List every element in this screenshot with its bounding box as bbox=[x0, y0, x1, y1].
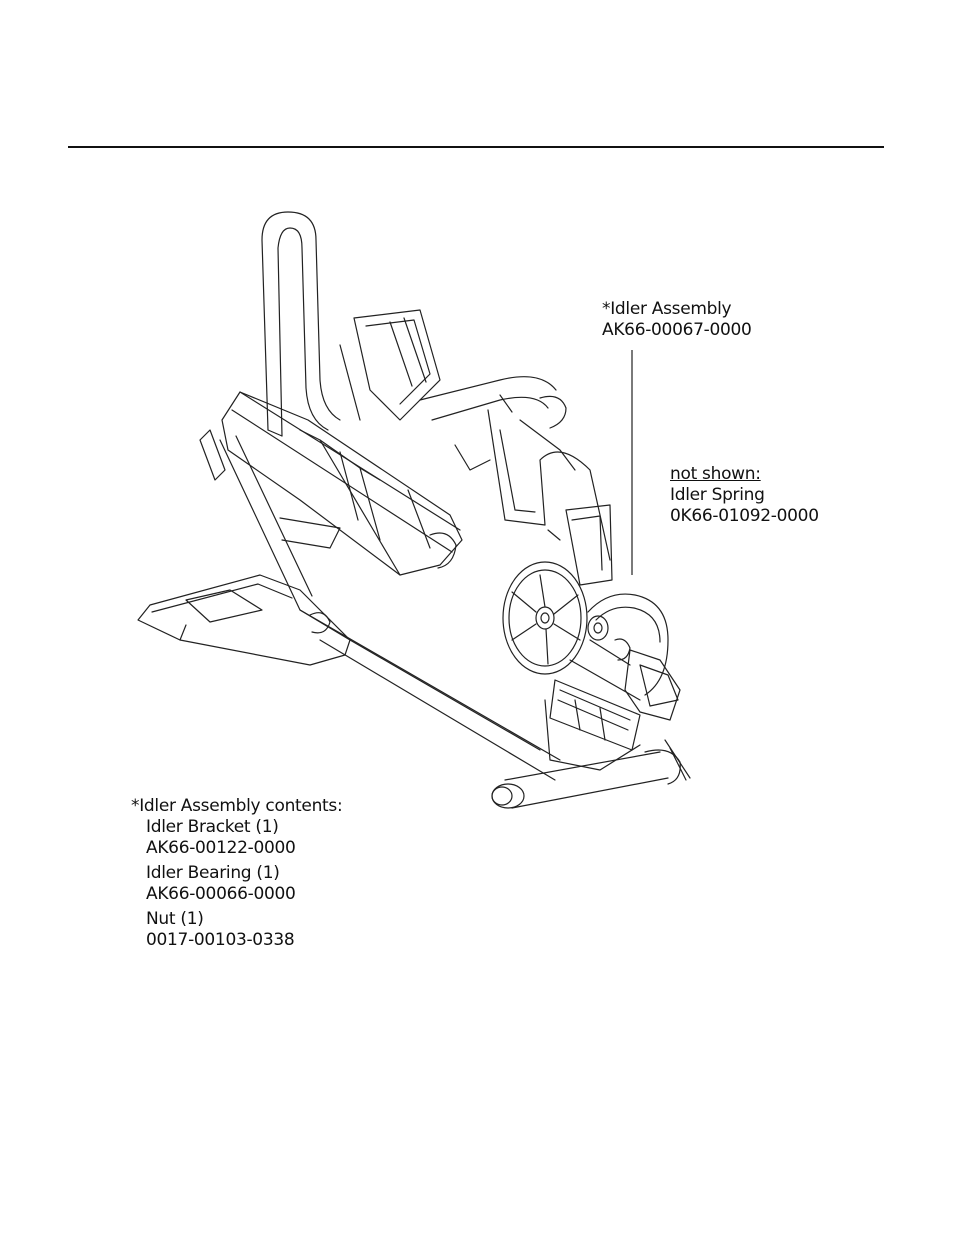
callout-idler-spring: not shown: Idler Spring 0K66-01092-0000 bbox=[670, 464, 819, 527]
contents-item: Nut (1) 0017-00103-0338 bbox=[146, 909, 342, 951]
idler-bearing bbox=[587, 615, 609, 641]
callout-title: Idler Spring bbox=[670, 485, 765, 505]
header-rule bbox=[68, 146, 884, 148]
item-part-number: 0017-00103-0338 bbox=[146, 930, 295, 950]
item-part-number: AK66-00066-0000 bbox=[146, 884, 296, 904]
item-name: Idler Bracket (1) bbox=[146, 817, 279, 837]
item-name: Idler Bearing (1) bbox=[146, 863, 280, 883]
drive-pulley bbox=[502, 561, 588, 675]
rear-shroud bbox=[221, 391, 463, 576]
contents-item: Idler Bearing (1) AK66-00066-0000 bbox=[146, 863, 342, 905]
flywheel-housing bbox=[569, 593, 681, 721]
arm-structure bbox=[454, 409, 613, 586]
callout-part-number: AK66-00067-0000 bbox=[602, 320, 752, 340]
main-frame bbox=[199, 429, 561, 781]
callout-idler-assembly: *Idler Assembly AK66-00067-0000 bbox=[602, 299, 752, 341]
contents-item: Idler Bracket (1) AK66-00122-0000 bbox=[146, 817, 342, 859]
rear-stabilizer bbox=[491, 739, 691, 809]
assembly-contents: *Idler Assembly contents: Idler Bracket … bbox=[131, 796, 343, 951]
contents-heading: *Idler Assembly contents: bbox=[131, 796, 343, 816]
callout-part-number: 0K66-01092-0000 bbox=[670, 506, 819, 526]
seat-frame bbox=[339, 309, 567, 429]
item-name: Nut (1) bbox=[146, 909, 204, 929]
item-part-number: AK66-00122-0000 bbox=[146, 838, 296, 858]
callout-title: *Idler Assembly bbox=[602, 299, 732, 319]
not-shown-note: not shown: bbox=[670, 464, 761, 484]
lower-mechanism bbox=[544, 679, 641, 771]
seatback-tube bbox=[261, 211, 341, 437]
